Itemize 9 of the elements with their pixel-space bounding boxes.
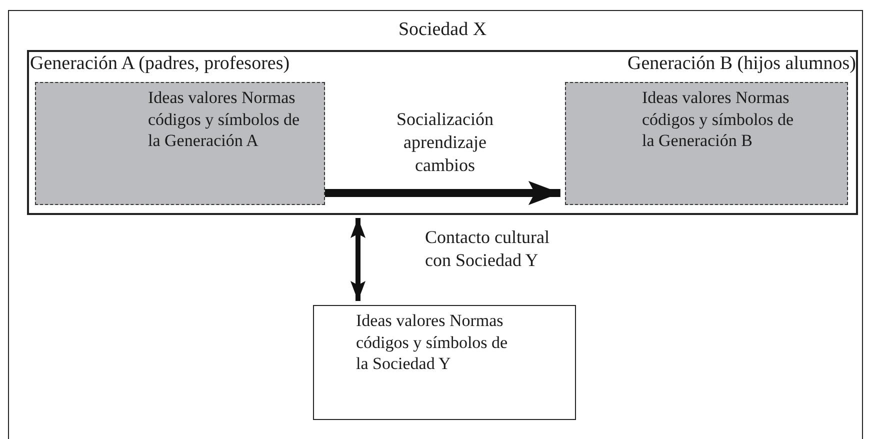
values-list: Ideas valores Normas códigos y símbolos de la Generación A (148, 87, 316, 152)
arrow (325, 181, 560, 205)
society-heading: Sociedad X (398, 18, 487, 42)
generation-heading: Generación A (padres, profesores) (30, 52, 290, 76)
generation-heading: Generación B (hijos alumnos) (628, 52, 856, 76)
values-list: Ideas valores Normas códigos y símbolos de la Sociedad Y (356, 310, 524, 374)
values-box (313, 305, 576, 420)
values-list: Ideas valores Normas códigos y símbolos de la Generación B (642, 87, 810, 152)
arrow (350, 218, 366, 301)
